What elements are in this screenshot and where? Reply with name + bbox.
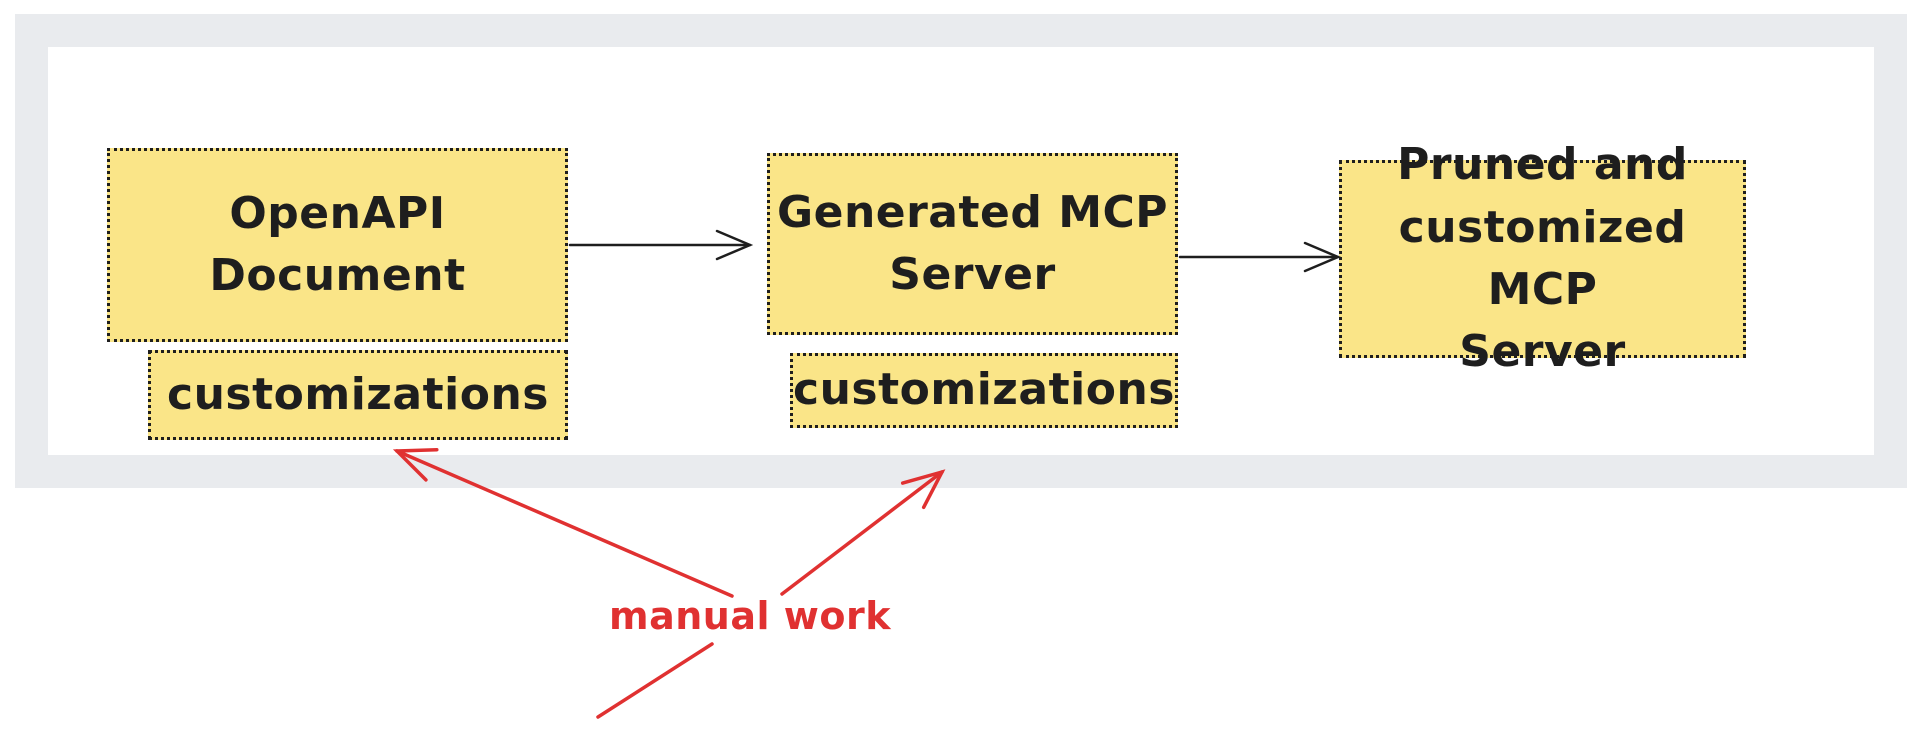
box-pruned-customized-mcp-server: Pruned and customized MCP Server (1339, 139, 1746, 377)
box-customizations-2-label: customizations (793, 364, 1175, 416)
red-arrow-to-customizations-2 (780, 469, 946, 596)
box-openapi-document-label: OpenAPI Document (209, 187, 466, 301)
box-generated-mcp-server-label: Generated MCP Server (776, 186, 1169, 300)
box-customizations-1-label: customizations (167, 368, 549, 420)
box-customizations-1: customizations (148, 350, 568, 440)
box-customizations-2: customizations (790, 353, 1178, 428)
manual-work-label: manual work (609, 594, 891, 638)
red-line-from-bottom-left (596, 642, 714, 719)
box-pruned-customized-mcp-server-label: Pruned and customized MCP Server (1397, 139, 1688, 378)
box-generated-mcp-server: Generated MCP Server (767, 153, 1178, 335)
box-openapi-document: OpenAPI Document (107, 148, 568, 342)
